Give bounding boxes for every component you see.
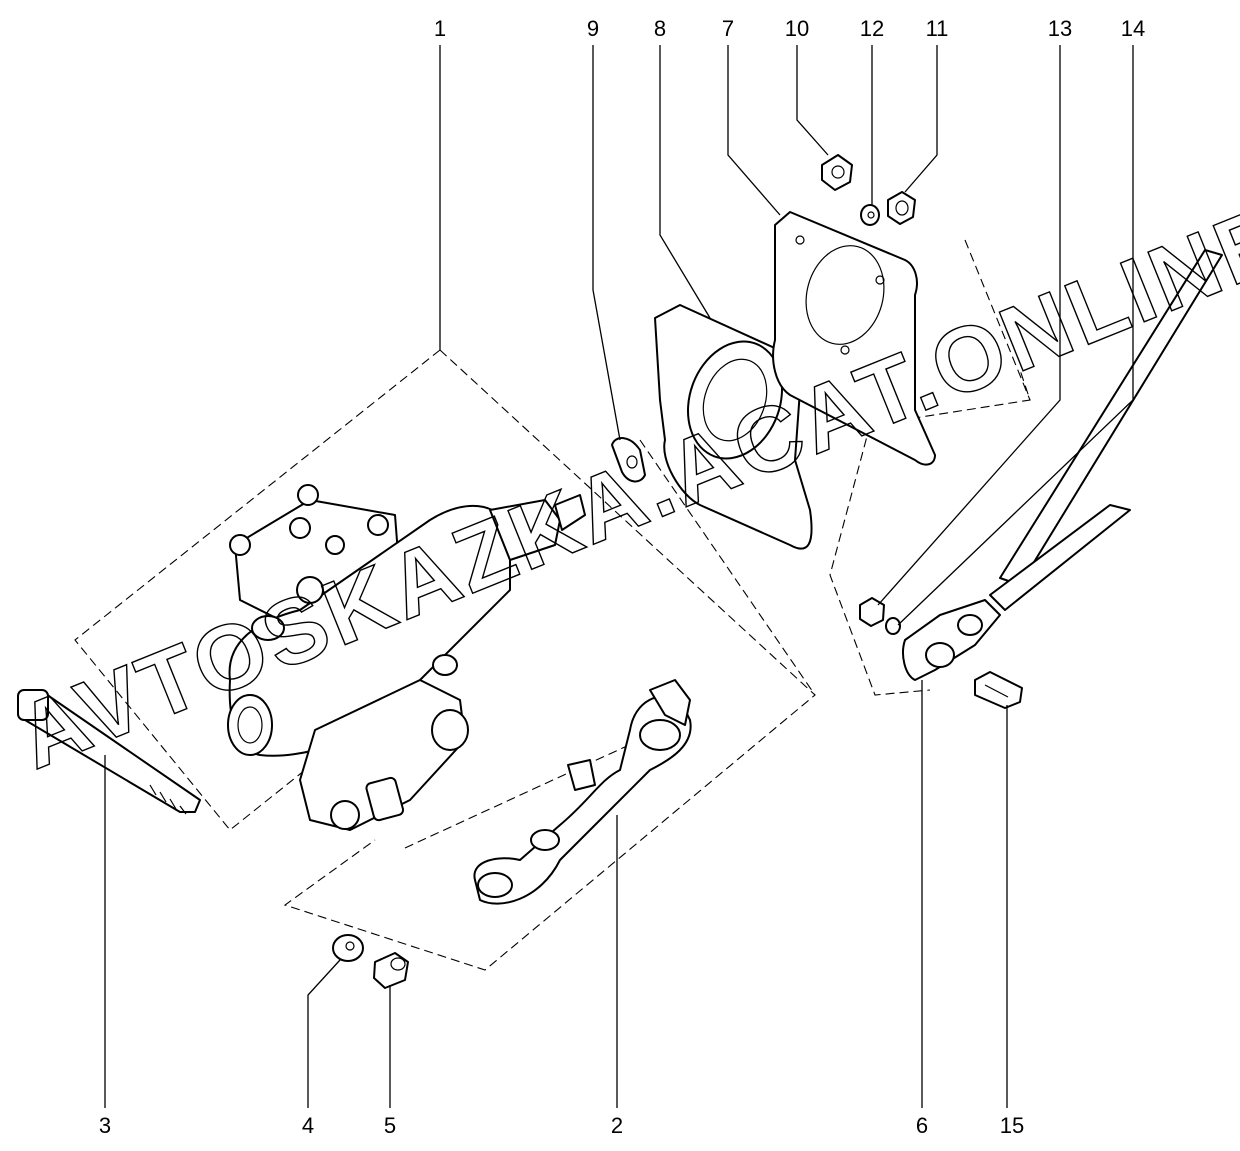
callout-14: 14: [1121, 16, 1145, 41]
part-4-washer: [332, 934, 364, 962]
part-10-nut: [821, 154, 853, 191]
part-5-nut: [373, 952, 409, 989]
callout-2: 2: [611, 1113, 623, 1138]
callout-4: 4: [302, 1113, 314, 1138]
part-2-pitman-arm: [473, 679, 692, 905]
part-3-bolt: [17, 689, 201, 815]
part-11-nut: [887, 191, 916, 225]
callout-9: 9: [587, 16, 599, 41]
part-14-intermediate-shaft: [902, 249, 1223, 681]
part-9-washer: [611, 437, 646, 483]
callout-5: 5: [384, 1113, 396, 1138]
part-1-steering-gear: [227, 484, 586, 831]
part-7-gasket-plate: [772, 211, 936, 466]
callout-11: 11: [926, 16, 949, 41]
leader-lines: [104, 45, 1134, 1108]
callout-8: 8: [654, 16, 666, 41]
part-8-seal-plate: [654, 304, 813, 550]
callout-6: 6: [916, 1113, 928, 1138]
callout-10: 10: [785, 16, 809, 41]
part-15-bolt: [974, 671, 1023, 709]
watermark: AVTOSKAZKA.ACAT.ONLINE: [4, 186, 1240, 788]
callout-13: 13: [1048, 16, 1072, 41]
callout-1: 1: [434, 16, 446, 41]
part-12-washer: [860, 204, 880, 226]
callout-3: 3: [99, 1113, 111, 1138]
callout-12: 12: [860, 16, 884, 41]
callout-7: 7: [722, 16, 734, 41]
callout-15: 15: [1000, 1113, 1024, 1138]
